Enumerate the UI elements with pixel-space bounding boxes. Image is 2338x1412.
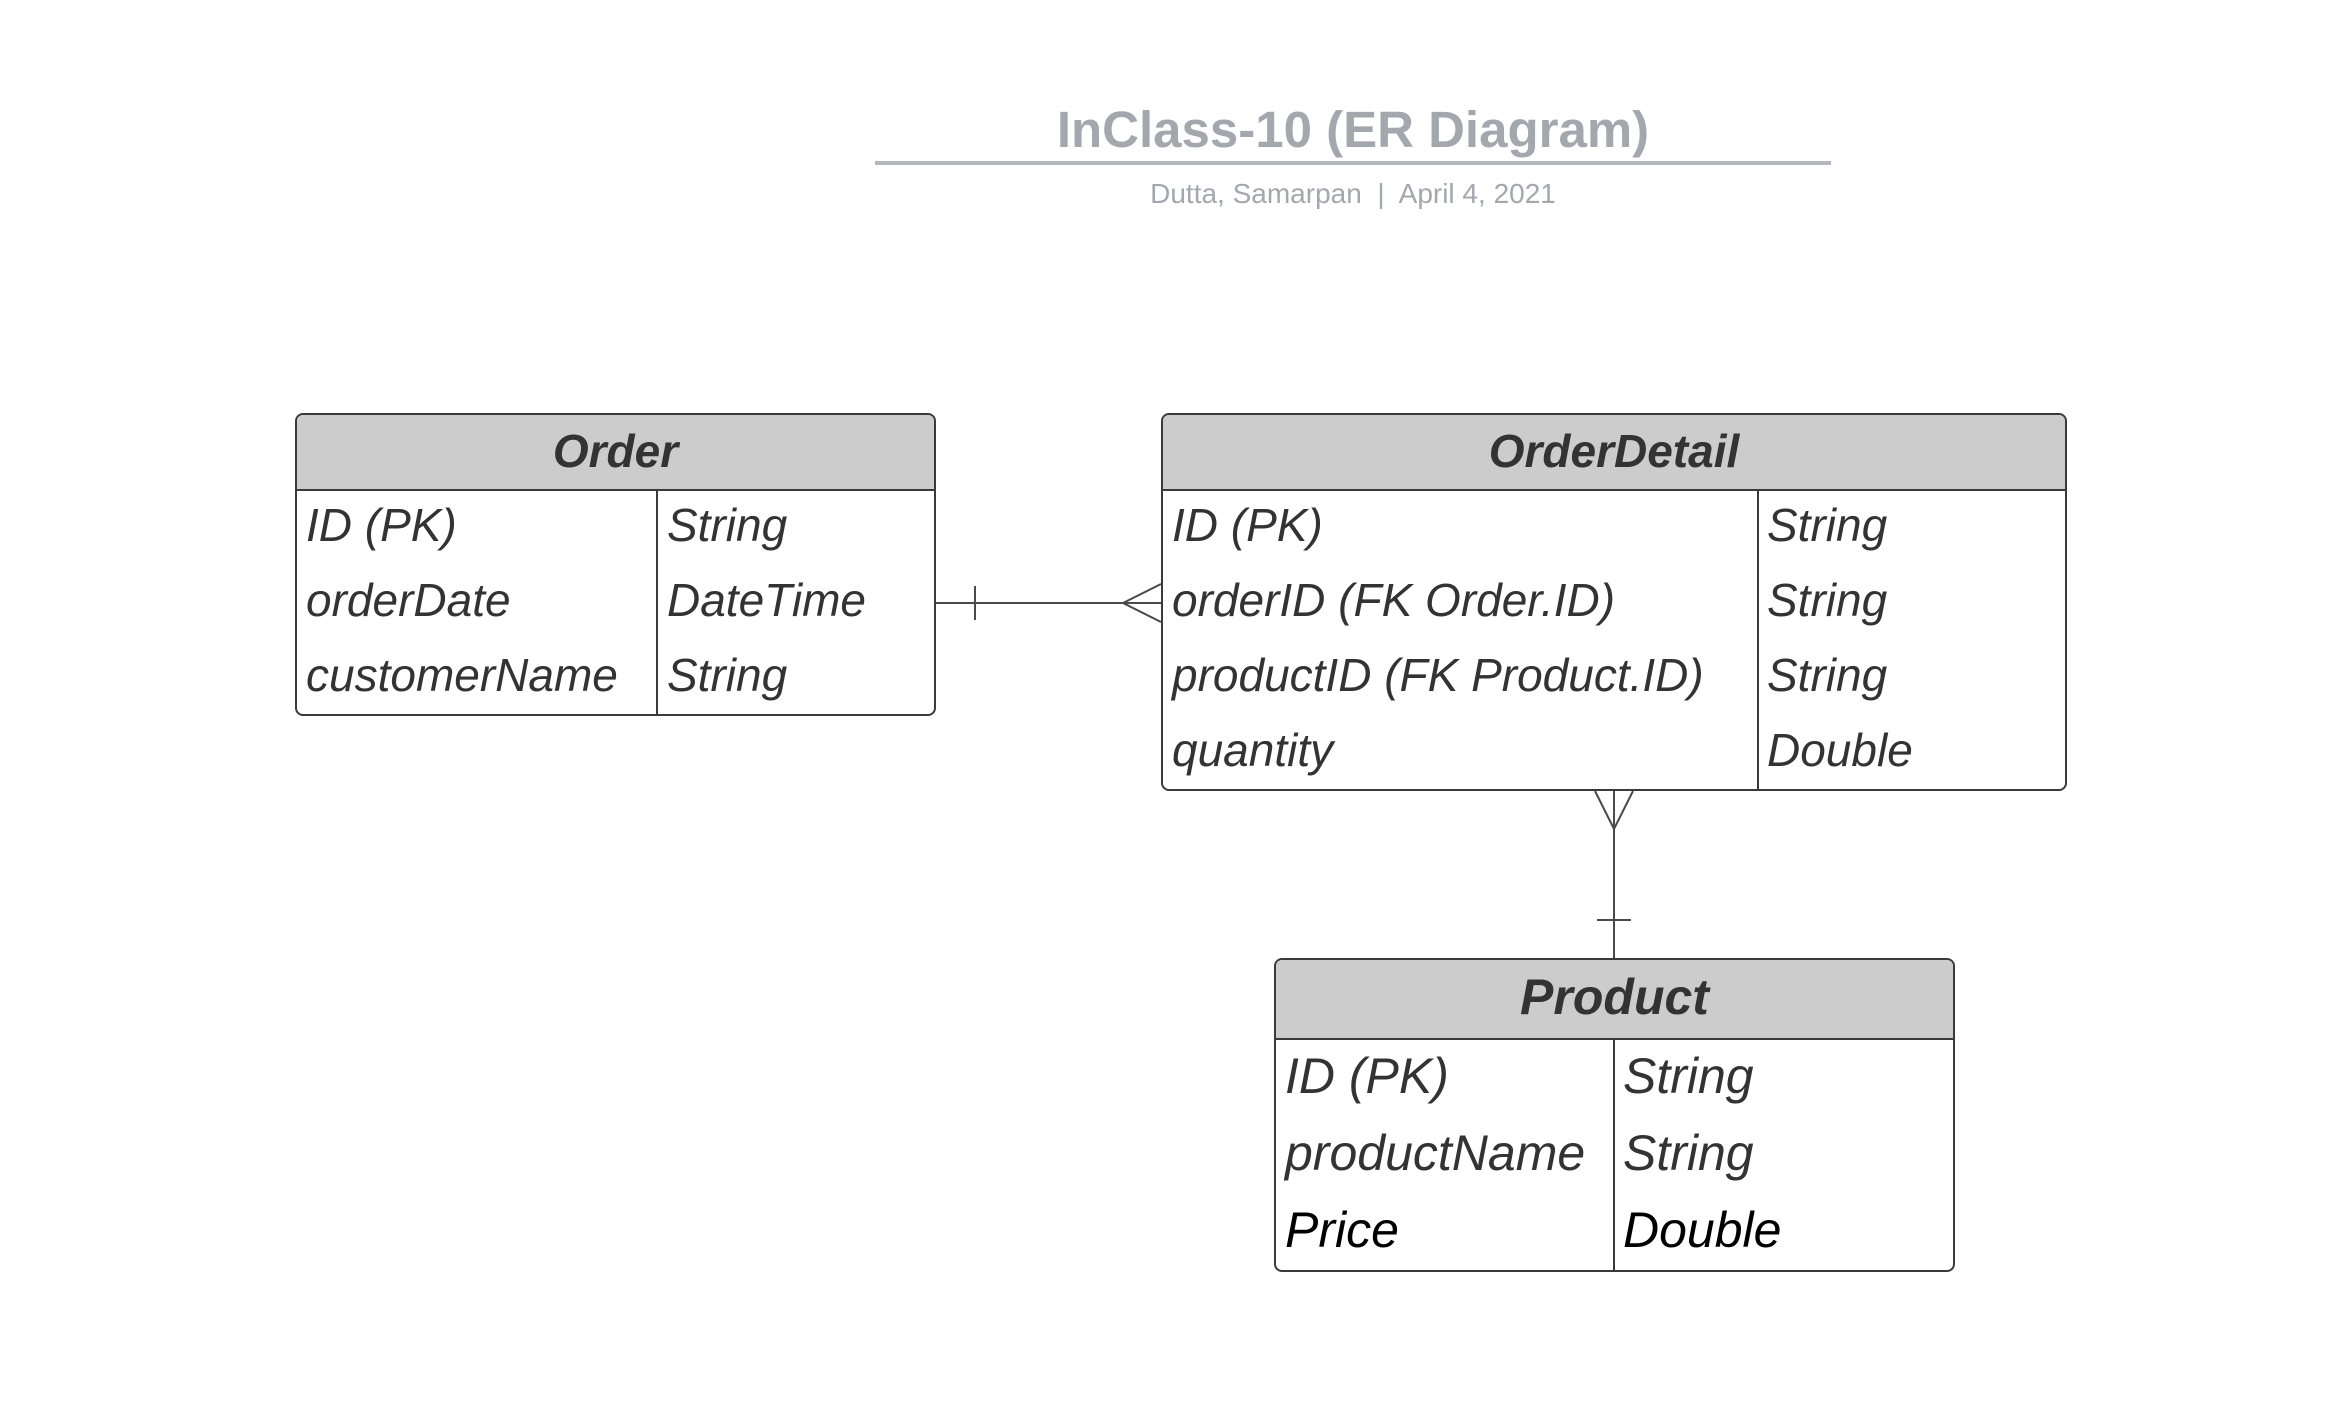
attribute-row: orderID (FK Order.ID) String: [1163, 566, 2065, 641]
entity-orderdetail[interactable]: OrderDetail ID (PK) String orderID (FK O…: [1161, 413, 2067, 791]
attribute-row: ID (PK) String: [297, 491, 934, 566]
attribute-type: String: [1767, 499, 1888, 551]
entity-header: Product: [1276, 960, 1953, 1040]
attribute-type: Double: [1623, 1202, 1782, 1258]
attribute-name: orderDate: [306, 574, 511, 626]
column-divider: [656, 491, 658, 714]
column-divider: [1757, 491, 1759, 789]
attribute-name: Price: [1285, 1202, 1399, 1258]
attribute-type: String: [1623, 1125, 1754, 1181]
attribute-row: productID (FK Product.ID) String: [1163, 641, 2065, 716]
attribute-name: productName: [1285, 1125, 1586, 1181]
entity-attributes: ID (PK) String orderID (FK Order.ID) Str…: [1163, 491, 2065, 789]
title-underline: [875, 161, 1831, 165]
entity-product[interactable]: Product ID (PK) String productName Strin…: [1274, 958, 1955, 1272]
column-divider: [1613, 1040, 1615, 1270]
attribute-name: ID (PK): [306, 499, 457, 551]
attribute-row: productName String: [1276, 1117, 1953, 1194]
attribute-type: DateTime: [667, 574, 866, 626]
orderdetail-many-marker-vertical: [1594, 790, 1634, 832]
attribute-name: ID (PK): [1285, 1048, 1449, 1104]
attribute-type: String: [1767, 574, 1888, 626]
attribute-name: customerName: [306, 649, 618, 701]
entity-order[interactable]: Order ID (PK) String orderDate DateTime …: [295, 413, 936, 716]
attribute-row: orderDate DateTime: [297, 566, 934, 641]
attribute-name: orderID (FK Order.ID): [1172, 574, 1616, 626]
attribute-name: productID (FK Product.ID): [1172, 649, 1704, 701]
attribute-type: Double: [1767, 724, 1913, 776]
attribute-type: String: [1623, 1048, 1754, 1104]
entity-header: OrderDetail: [1163, 415, 2065, 491]
subtitle: Dutta, Samarpan | April 4, 2021: [1150, 178, 1556, 209]
entity-header: Order: [297, 415, 934, 491]
attribute-name: quantity: [1172, 724, 1334, 776]
entity-attributes: ID (PK) String productName String Price …: [1276, 1040, 1953, 1270]
attribute-row: ID (PK) String: [1163, 491, 2065, 566]
attribute-type: String: [1767, 649, 1888, 701]
attribute-name: ID (PK): [1172, 499, 1323, 551]
entity-attributes: ID (PK) String orderDate DateTime custom…: [297, 491, 934, 714]
orderdetail-many-marker: [1120, 583, 1162, 623]
attribute-row: quantity Double: [1163, 716, 2065, 789]
attribute-type: String: [667, 649, 788, 701]
attribute-row: Price Double: [1276, 1194, 1953, 1270]
attribute-row: ID (PK) String: [1276, 1040, 1953, 1117]
attribute-row: customerName String: [297, 641, 934, 714]
page-title: InClass-10 (ER Diagram): [1056, 101, 1650, 158]
attribute-type: String: [667, 499, 788, 551]
